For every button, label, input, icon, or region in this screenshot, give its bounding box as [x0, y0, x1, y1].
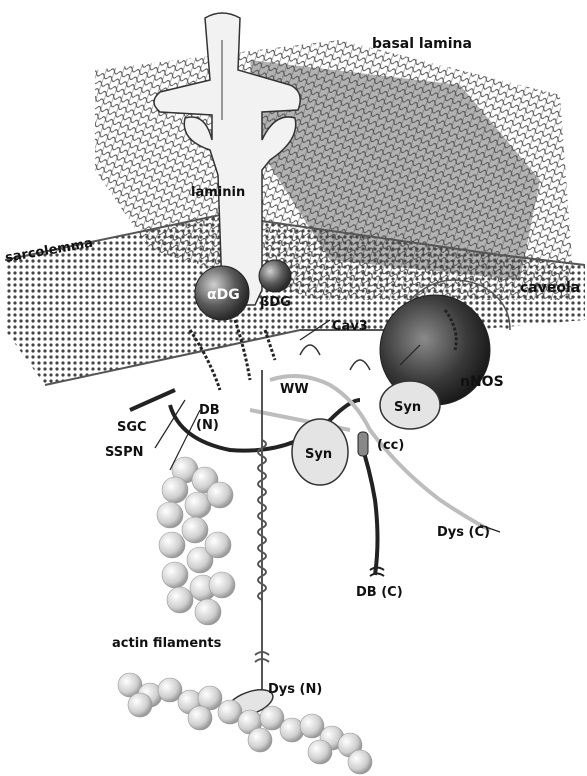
label-ww: WW [280, 382, 309, 397]
label-beta-dg: βDG [260, 295, 291, 310]
dystrophin-rod [255, 370, 269, 690]
label-cav3: Cav3 [332, 319, 368, 334]
cc-segment [358, 432, 368, 456]
beta-dg-sphere [259, 260, 291, 292]
label-basal-lamina: basal lamina [372, 36, 472, 52]
label-syn-right: Syn [394, 400, 421, 415]
label-laminin: laminin [191, 185, 245, 200]
label-dys-c: Dys (C) [437, 525, 490, 540]
actin-filament-lower [118, 673, 372, 774]
label-dys-n: Dys (N) [268, 682, 322, 697]
label-syn-left: Syn [305, 447, 332, 462]
label-db-n-top: DB [199, 403, 220, 418]
label-db-n-bottom: (N) [196, 418, 219, 433]
label-caveola: caveola [520, 280, 580, 296]
label-sspn: SSPN [105, 445, 144, 460]
label-cc: (cc) [377, 438, 404, 453]
label-nnos: nNOS [460, 374, 504, 390]
label-sgc: SGC [117, 420, 147, 435]
label-alpha-dg: αDG [207, 287, 240, 303]
actin-filament-upper [157, 457, 235, 625]
label-db-c: DB (C) [356, 585, 403, 600]
label-actin-filaments: actin filaments [112, 636, 222, 651]
cav3-loops [300, 345, 370, 370]
